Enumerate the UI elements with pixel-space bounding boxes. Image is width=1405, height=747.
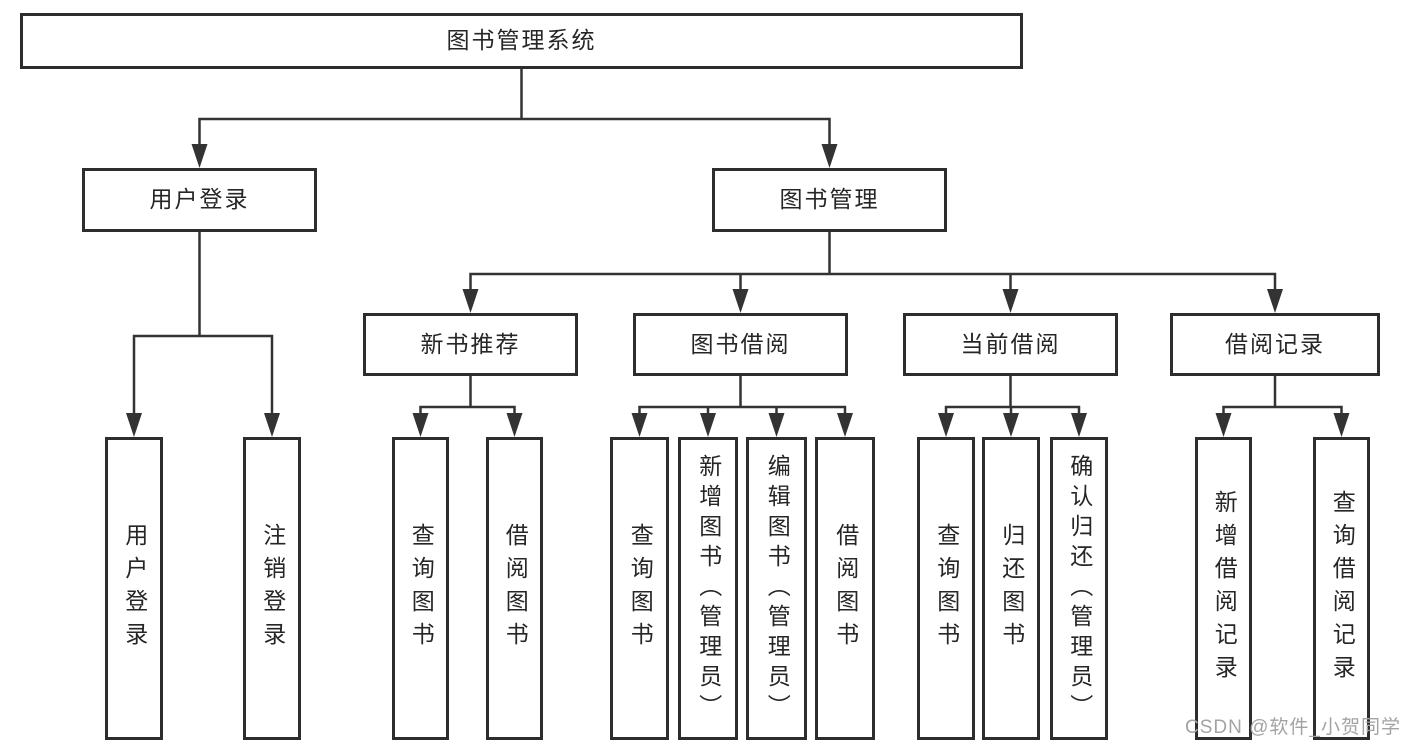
arrowheads [126,144,1350,437]
arrowhead-icon [837,413,853,437]
arrowhead-icon [821,144,838,168]
arrowhead-icon [700,413,716,437]
arrowhead-icon [1071,413,1087,437]
leaf-query-borrow-record: 查询借阅记录 [1313,437,1370,740]
connector-line [419,405,516,415]
leaf-query-books-recommend: 查询图书 [392,437,449,740]
arrowhead-icon [506,413,523,437]
node-system-root: 图书管理系统 [20,13,1023,69]
leaf-query-books-borrow: 查询图书 [610,437,669,740]
arrowhead-icon [412,413,429,437]
arrowhead-icon [631,413,648,437]
leaf-add-borrow-record: 新增借阅记录 [1195,437,1252,740]
leaf-borrow-books: 借阅图书 [815,437,875,740]
connector-line [469,272,1277,291]
arrowhead-icon [1003,413,1019,437]
leaf-add-book-admin: 新增图书（管理员） [678,437,738,740]
arrowhead-icon [732,289,749,313]
leaf-borrow-books-recommend: 借阅图书 [486,437,543,740]
arrowhead-icon [1002,289,1019,313]
connector-line [944,405,1081,415]
connector-line [198,117,831,146]
node-current-borrowing: 当前借阅 [903,313,1118,376]
csdn-watermark: CSDN @软件_小贺同学 [1185,717,1401,738]
leaf-confirm-return-admin: 确认归还（管理员） [1050,437,1108,740]
leaf-user-login: 用户登录 [105,437,163,740]
leaf-return-book: 归还图书 [982,437,1040,740]
arrowhead-icon [126,413,142,437]
arrowhead-icon [191,144,208,168]
arrowhead-icon [1215,413,1232,437]
connector-line [1222,405,1343,415]
leaf-query-books-current: 查询图书 [917,437,975,740]
arrowhead-icon [1333,413,1350,437]
node-user-login: 用户登录 [82,168,317,232]
arrowhead-icon [768,413,785,437]
connector-line [638,405,847,415]
node-book-management: 图书管理 [712,168,947,232]
node-new-book-recommendation: 新书推荐 [363,313,578,376]
arrowhead-icon [1267,289,1283,313]
arrowhead-icon [938,413,954,437]
node-book-borrowing: 图书借阅 [633,313,848,376]
leaf-logout: 注销登录 [243,437,301,740]
arrowhead-icon [264,413,280,437]
node-borrowing-records: 借阅记录 [1170,313,1380,376]
connector-line [132,334,274,415]
connector-line [739,274,1012,291]
leaf-edit-book-admin: 编辑图书（管理员） [746,437,807,740]
arrowhead-icon [462,289,479,313]
